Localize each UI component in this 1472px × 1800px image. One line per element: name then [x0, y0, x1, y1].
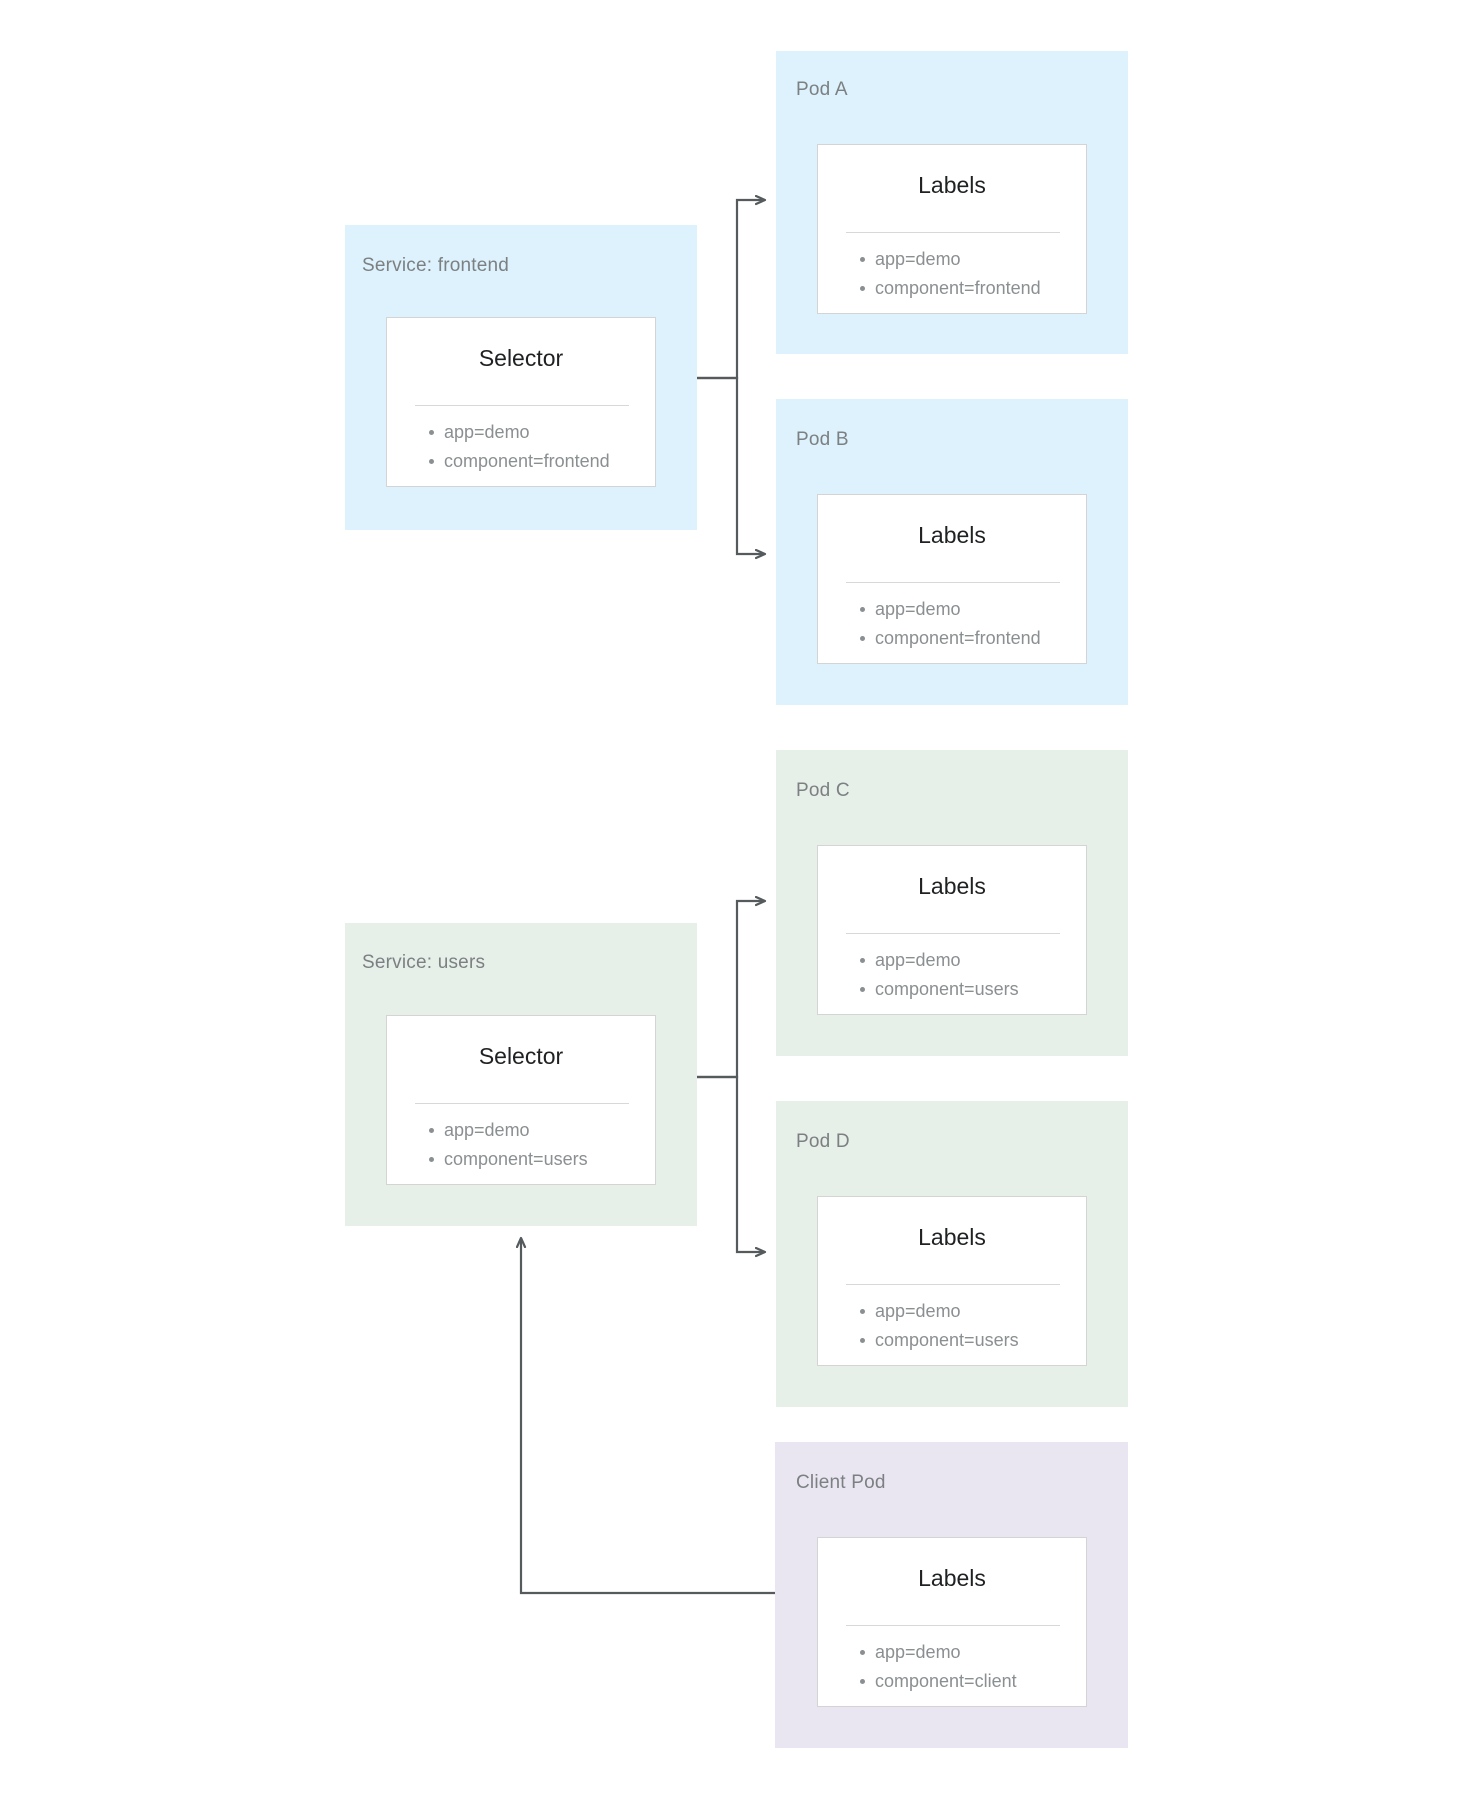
labels-card-title: Labels [918, 873, 986, 899]
labels-card-title: Labels [918, 172, 986, 198]
selector-card-title: Selector [478, 345, 564, 371]
card-divider [846, 232, 1060, 233]
labels-card-title: Labels [918, 1224, 986, 1250]
labels-card-pod-b[interactable]: Labels app=demo component=frontend [817, 494, 1087, 664]
list-item: component=users [427, 1145, 588, 1174]
labels-card-pod-c[interactable]: Labels app=demo component=users [817, 845, 1087, 1015]
group-service-users[interactable]: Service: users Selector app=demo compone… [345, 923, 697, 1226]
group-title-pod-c: Pod C [796, 780, 850, 801]
connector-users-to-pod-d [697, 1075, 765, 1252]
connector-users-to-pod-c [697, 901, 765, 1079]
list-item: app=demo [427, 1116, 588, 1145]
list-item: component=client [858, 1667, 1017, 1696]
labels-card-title: Labels [918, 1565, 986, 1591]
list-item: component=frontend [858, 624, 1041, 653]
list-item: component=users [858, 975, 1019, 1004]
list-item: component=frontend [858, 274, 1041, 303]
connector-frontend-to-pod-b [697, 376, 765, 554]
list-item: app=demo [858, 595, 1041, 624]
group-service-frontend[interactable]: Service: frontend Selector app=demo comp… [345, 225, 697, 530]
group-title-service-frontend: Service: frontend [362, 255, 510, 276]
card-divider [415, 405, 629, 406]
labels-card-title: Labels [918, 522, 986, 548]
list-item: app=demo [858, 946, 1019, 975]
group-pod-a[interactable]: Pod A Labels app=demo component=frontend [776, 51, 1128, 354]
card-divider [846, 1284, 1060, 1285]
selector-label-list: app=demo component=users [427, 1116, 588, 1174]
labels-label-list: app=demo component=client [858, 1638, 1017, 1696]
card-divider [846, 1625, 1060, 1626]
labels-label-list: app=demo component=users [858, 1297, 1019, 1355]
group-client-pod[interactable]: Client Pod Labels app=demo component=cli… [775, 1442, 1128, 1748]
list-item: component=users [858, 1326, 1019, 1355]
labels-label-list: app=demo component=frontend [858, 245, 1041, 303]
card-divider [846, 933, 1060, 934]
group-title-pod-a: Pod A [796, 79, 848, 100]
group-title-service-users: Service: users [362, 952, 486, 973]
list-item: app=demo [858, 1297, 1019, 1326]
group-pod-c[interactable]: Pod C Labels app=demo component=users [776, 750, 1128, 1056]
labels-label-list: app=demo component=users [858, 946, 1019, 1004]
list-item: app=demo [858, 1638, 1017, 1667]
card-divider [846, 582, 1060, 583]
connector-client-to-users [521, 1238, 775, 1595]
group-title-client-pod: Client Pod [796, 1472, 886, 1493]
group-title-pod-b: Pod B [796, 429, 849, 450]
selector-card-frontend[interactable]: Selector app=demo component=frontend [386, 317, 656, 487]
labels-card-pod-d[interactable]: Labels app=demo component=users [817, 1196, 1087, 1366]
selector-label-list: app=demo component=frontend [427, 418, 610, 476]
labels-card-pod-a[interactable]: Labels app=demo component=frontend [817, 144, 1087, 314]
labels-card-client-pod[interactable]: Labels app=demo component=client [817, 1537, 1087, 1707]
selector-card-title: Selector [478, 1043, 564, 1069]
group-title-pod-d: Pod D [796, 1131, 850, 1152]
selector-card-users[interactable]: Selector app=demo component=users [386, 1015, 656, 1185]
labels-label-list: app=demo component=frontend [858, 595, 1041, 653]
group-pod-d[interactable]: Pod D Labels app=demo component=users [776, 1101, 1128, 1407]
list-item: component=frontend [427, 447, 610, 476]
list-item: app=demo [858, 245, 1041, 274]
group-pod-b[interactable]: Pod B Labels app=demo component=frontend [776, 399, 1128, 705]
list-item: app=demo [427, 418, 610, 447]
card-divider [415, 1103, 629, 1104]
connector-frontend-to-pod-a [697, 200, 765, 380]
